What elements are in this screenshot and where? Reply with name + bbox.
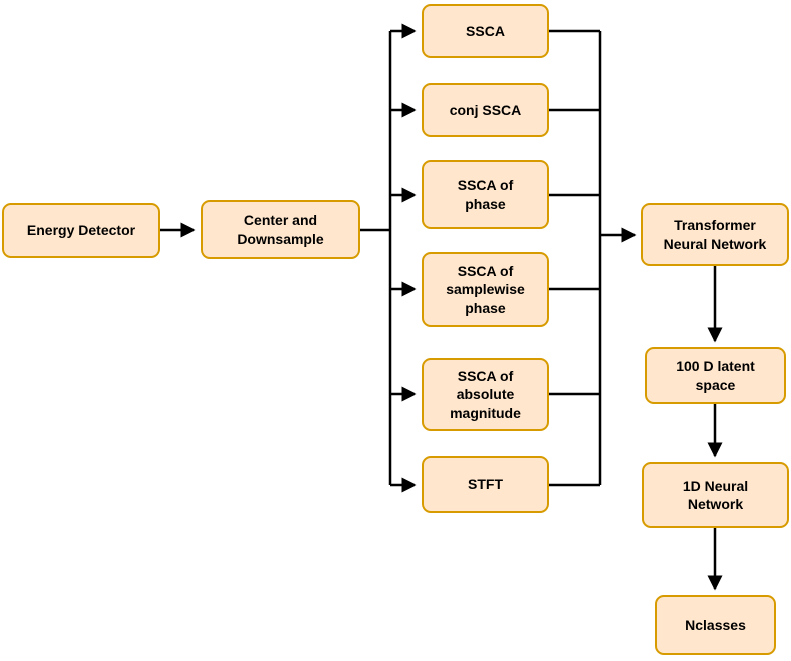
node-center-and-downsample: Center and Downsample (201, 200, 360, 259)
node-conj-ssca-label: conj SSCA (449, 101, 522, 118)
node-ssca-of-samplewise-phase: SSCA of samplewise phase (422, 252, 549, 327)
node-nclasses: Nclasses (655, 595, 776, 655)
node-1d-neural-network: 1D Neural Network (642, 462, 789, 528)
node-ssca-of-phase: SSCA of phase (422, 160, 549, 229)
node-100d-latent-space-label: 100 D latent space (676, 358, 755, 393)
node-ssca-of-absolute-magnitude-label: SSCA of absolute magnitude (450, 368, 521, 421)
node-1d-neural-network-label: 1D Neural Network (682, 477, 749, 512)
node-ssca: SSCA (422, 4, 549, 58)
node-ssca-of-samplewise-phase-label: SSCA of samplewise phase (446, 263, 525, 316)
node-transformer-neural-network: Transformer Neural Network (641, 203, 789, 266)
node-energy-detector: Energy Detector (2, 203, 160, 258)
node-stft: STFT (422, 456, 549, 513)
node-center-and-downsample-label: Center and Downsample (237, 212, 324, 247)
node-ssca-of-absolute-magnitude: SSCA of absolute magnitude (422, 358, 549, 431)
node-stft-label: STFT (468, 476, 503, 493)
node-conj-ssca: conj SSCA (422, 83, 549, 137)
node-100d-latent-space: 100 D latent space (645, 347, 786, 404)
node-nclasses-label: Nclasses (685, 616, 746, 633)
node-ssca-label: SSCA (466, 22, 505, 39)
node-energy-detector-label: Energy Detector (26, 222, 136, 239)
node-transformer-neural-network-label: Transformer Neural Network (663, 217, 767, 252)
node-ssca-of-phase-label: SSCA of phase (457, 177, 514, 212)
